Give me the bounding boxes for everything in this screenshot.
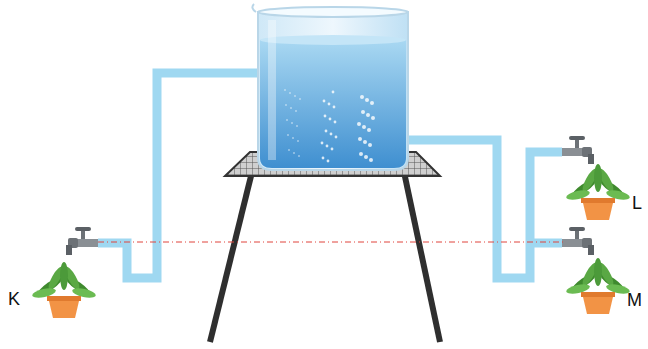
- pipes: [98, 73, 562, 278]
- bubble: [358, 137, 362, 141]
- bubble: [298, 155, 300, 157]
- plant: [565, 258, 630, 314]
- bubble: [331, 148, 334, 151]
- tap: [66, 227, 98, 255]
- bubble: [360, 95, 364, 99]
- bubble: [290, 107, 292, 109]
- bubble: [322, 157, 325, 160]
- bubble: [294, 95, 296, 97]
- tap: [562, 227, 594, 255]
- bubble: [295, 110, 297, 112]
- bubble: [289, 92, 291, 94]
- bubble: [361, 110, 365, 114]
- bubble: [368, 143, 372, 147]
- plant-label: K: [8, 290, 20, 308]
- bubble: [297, 140, 299, 142]
- bubble: [326, 145, 329, 148]
- bubble: [366, 113, 370, 117]
- bubble: [362, 125, 366, 129]
- bubble: [296, 125, 298, 127]
- bubble: [367, 128, 371, 132]
- plant-label: M: [627, 291, 642, 309]
- bubble: [329, 118, 332, 121]
- plant: [565, 164, 630, 220]
- plant: [31, 262, 96, 318]
- bubble: [365, 98, 369, 102]
- bubble: [288, 149, 290, 151]
- bubble: [333, 106, 336, 109]
- bubble: [364, 155, 368, 159]
- bubble: [299, 98, 301, 100]
- beaker: [252, 4, 408, 170]
- bubble: [325, 130, 328, 133]
- bubble: [332, 91, 335, 94]
- bubble: [285, 104, 287, 106]
- bubble: [323, 100, 326, 103]
- tap: [562, 136, 594, 164]
- bubble: [284, 89, 286, 91]
- bubble: [292, 137, 294, 139]
- bubble: [291, 122, 293, 124]
- bubble: [287, 134, 289, 136]
- bubble: [327, 160, 330, 163]
- plant-label: L: [632, 194, 642, 212]
- bubble: [324, 115, 327, 118]
- bubble: [369, 158, 373, 162]
- bubble: [357, 122, 361, 126]
- bubble: [359, 152, 363, 156]
- bubble: [328, 103, 331, 106]
- bubble: [286, 119, 288, 121]
- bubble: [334, 121, 337, 124]
- bubble: [370, 101, 374, 105]
- tripod-stand: [210, 152, 440, 342]
- bubble: [371, 116, 375, 120]
- bubble: [335, 136, 338, 139]
- bubble: [363, 140, 367, 144]
- bubble: [330, 133, 333, 136]
- level-line: [98, 242, 566, 243]
- bubble: [293, 152, 295, 154]
- bubble: [321, 142, 324, 145]
